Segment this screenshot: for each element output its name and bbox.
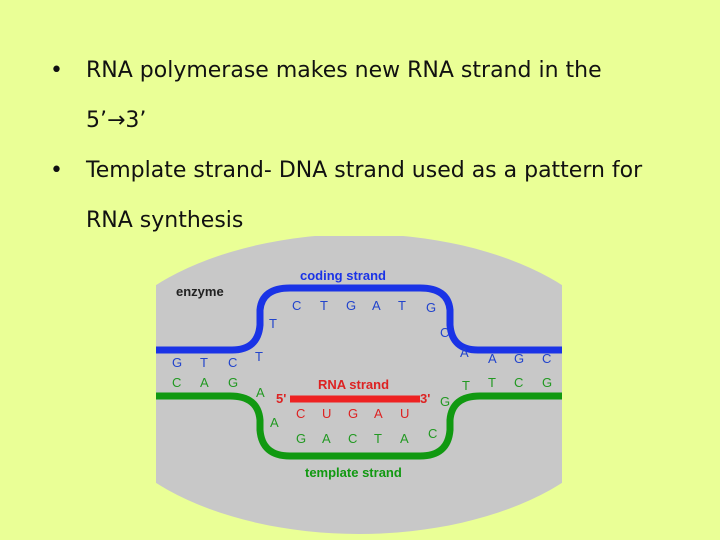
base-template-right-3: C [514, 375, 523, 390]
base-coding-ramp-left-2: T [255, 349, 263, 364]
base-coding-top-1: C [292, 298, 301, 313]
base-rna-5: U [400, 406, 409, 421]
template-strand [156, 392, 562, 460]
base-template-bottom-4: T [374, 431, 382, 446]
base-template-ramp-left-2: A [270, 415, 279, 430]
base-template-left-2: A [200, 375, 209, 390]
base-template-left-1: C [172, 375, 181, 390]
bullet-1-line-2: 5’→3’ [86, 108, 147, 133]
base-rna-2: U [322, 406, 331, 421]
three-prime-label: 3' [420, 391, 430, 406]
bullet-2-line-2: RNA synthesis [86, 208, 244, 233]
base-template-ramp-left-1: A [256, 385, 265, 400]
base-template-ramp-right-2: C [428, 426, 437, 441]
five-prime-label: 5' [276, 391, 286, 406]
base-coding-right-3: C [542, 351, 551, 366]
bullet-2-line-1: Template strand- DNA strand used as a pa… [86, 158, 643, 183]
base-template-left-3: G [228, 375, 238, 390]
base-coding-top-5: T [398, 298, 406, 313]
base-coding-right-2: G [514, 351, 524, 366]
base-coding-left-1: G [172, 355, 182, 370]
coding-strand-label: coding strand [300, 268, 386, 283]
bullet-1-line-1: RNA polymerase makes new RNA strand in t… [86, 58, 602, 83]
base-rna-3: G [348, 406, 358, 421]
base-coding-ramp-right-3: A [460, 345, 469, 360]
base-coding-ramp-right-1: G [426, 300, 436, 315]
enzyme-label: enzyme [176, 284, 224, 299]
base-template-bottom-5: A [400, 431, 409, 446]
base-rna-1: C [296, 406, 305, 421]
base-rna-4: A [374, 406, 383, 421]
base-template-right-4: G [542, 375, 552, 390]
coding-strand [156, 284, 562, 354]
base-template-bottom-3: C [348, 431, 357, 446]
bullet-dot: • [50, 58, 63, 83]
base-template-ramp-right-1: G [440, 394, 450, 409]
base-coding-ramp-left-1: T [269, 316, 277, 331]
base-template-bottom-1: G [296, 431, 306, 446]
rna-strand-label: RNA strand [318, 377, 389, 392]
base-template-right-2: T [488, 375, 496, 390]
base-coding-ramp-right-2: C [440, 325, 449, 340]
base-coding-top-2: T [320, 298, 328, 313]
bullet-dot: • [50, 158, 63, 183]
base-coding-left-3: C [228, 355, 237, 370]
base-coding-left-2: T [200, 355, 208, 370]
base-template-right-1: T [462, 378, 470, 393]
base-coding-top-4: A [372, 298, 381, 313]
template-strand-label: template strand [305, 465, 402, 480]
base-coding-right-1: A [488, 351, 497, 366]
base-template-bottom-2: A [322, 431, 331, 446]
base-coding-top-3: G [346, 298, 356, 313]
